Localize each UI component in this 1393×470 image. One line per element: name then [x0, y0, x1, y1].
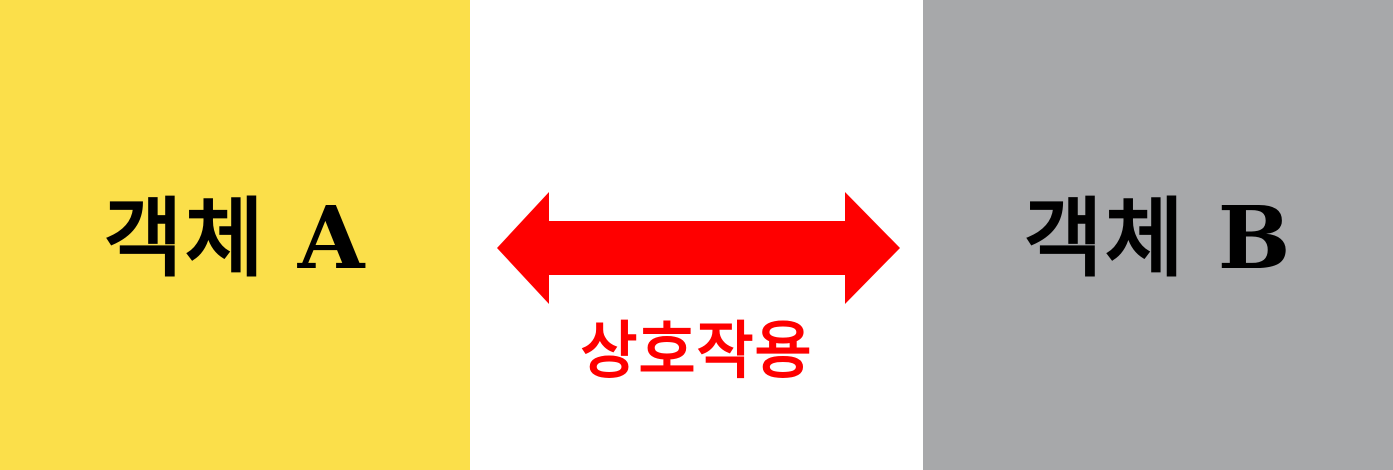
- double-headed-arrow-icon: [497, 192, 900, 304]
- interaction-area: 상호작용: [470, 0, 923, 470]
- object-b-label: 객체 B: [1023, 187, 1293, 289]
- interaction-label: 상호작용: [580, 314, 813, 387]
- object-a-panel: 객체 A: [0, 0, 470, 470]
- arrow-shape: [497, 192, 900, 304]
- object-b-panel: 객체 B: [923, 0, 1393, 470]
- object-a-label: 객체 A: [103, 187, 367, 289]
